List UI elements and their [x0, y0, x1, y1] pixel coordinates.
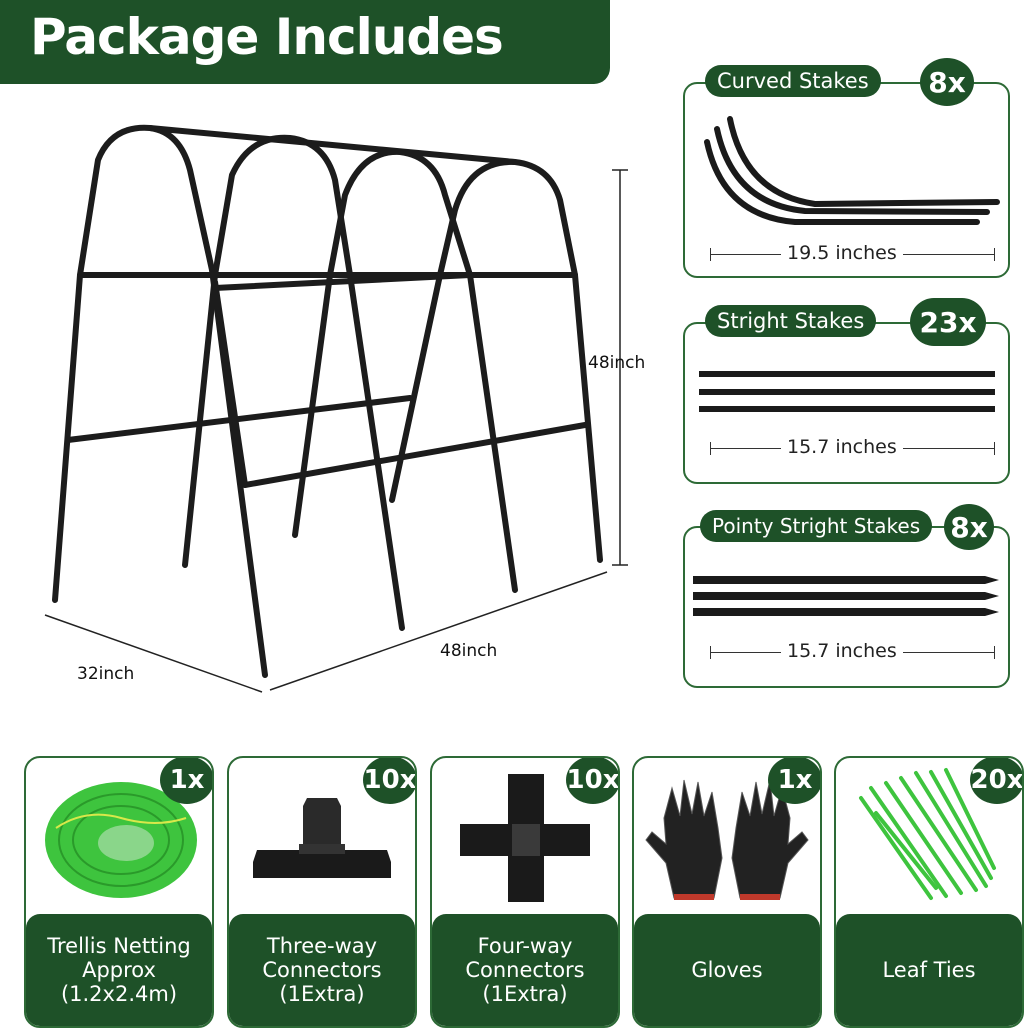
stright-stakes-length: 15.7 inches	[781, 436, 903, 458]
three-way-connector-icon	[253, 798, 391, 878]
header-banner: Package Includes	[0, 0, 610, 84]
curved-stakes-icon	[704, 116, 1000, 225]
pointy-stakes-icon	[693, 576, 999, 616]
item-count-leaf-ties: 20x	[970, 758, 1022, 804]
pointy-stakes-title: Pointy Stright Stakes	[700, 510, 933, 542]
item-count-gloves: 1x	[768, 758, 820, 804]
item-count-three-way-connectors: 10x	[363, 758, 415, 804]
item-card-leaf-ties: Leaf Ties 20x	[834, 756, 1024, 1028]
item-label-trellis-netting: Trellis Netting Approx (1.2x2.4m)	[26, 914, 212, 1026]
item-card-trellis-netting: Trellis Netting Approx (1.2x2.4m) 1x	[24, 756, 214, 1028]
item-card-three-way-connectors: Three-way Connectors (1Extra) 10x	[227, 756, 417, 1028]
curved-stakes-card: 19.5 inches	[683, 82, 1010, 278]
curved-stakes-count: 8x	[920, 58, 974, 106]
height-dimension-label: 48inch	[588, 353, 646, 373]
item-label-gloves: Gloves	[634, 914, 820, 1026]
item-label-four-way-connectors: Four-way Connectors (1Extra)	[432, 914, 618, 1026]
leaf-ties-icon	[859, 768, 996, 900]
page-title: Package Includes	[30, 8, 504, 66]
stright-stakes-count: 23x	[910, 298, 986, 346]
curved-stakes-title: Curved Stakes	[705, 65, 881, 97]
stright-stakes-card: 15.7 inches	[683, 322, 1010, 484]
stright-stakes-icon	[699, 371, 995, 412]
length-dimension-label: 48inch	[440, 641, 498, 661]
netting-roll-icon	[45, 782, 197, 898]
stright-stakes-title: Stright Stakes	[705, 305, 877, 337]
trellis-frame-illustration	[44, 124, 628, 693]
item-label-leaf-ties: Leaf Ties	[836, 914, 1022, 1026]
curved-stakes-length: 19.5 inches	[781, 242, 903, 264]
width-dimension-label: 32inch	[77, 664, 135, 684]
pointy-stakes-count: 8x	[944, 504, 994, 550]
item-count-trellis-netting: 1x	[160, 758, 212, 804]
pointy-stakes-card: 15.7 inches	[683, 526, 1010, 688]
item-label-three-way-connectors: Three-way Connectors (1Extra)	[229, 914, 415, 1026]
item-card-four-way-connectors: Four-way Connectors (1Extra) 10x	[430, 756, 620, 1028]
item-card-gloves: Gloves 1x	[632, 756, 822, 1028]
pointy-stakes-length: 15.7 inches	[781, 640, 903, 662]
item-count-four-way-connectors: 10x	[566, 758, 618, 804]
four-way-connector-icon	[460, 774, 590, 902]
